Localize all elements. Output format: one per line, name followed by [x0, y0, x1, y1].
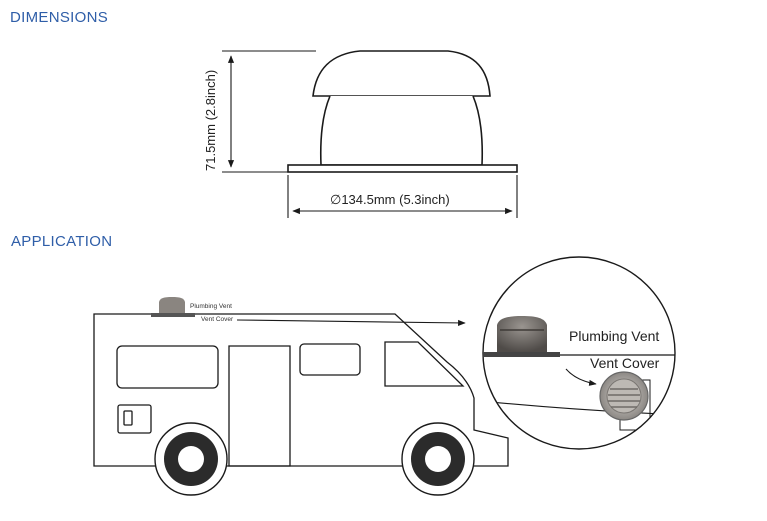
callout-circle: Plumbing Vent Vent Cover: [482, 256, 676, 450]
callout-pointer: [236, 319, 466, 326]
rv-label-plumbing-vent: Plumbing Vent: [190, 303, 232, 310]
height-label: 71.5mm (2.8inch): [203, 70, 218, 171]
vent-outline-drawing: [287, 50, 518, 173]
rv-label-vent-cover: Vent Cover: [201, 316, 234, 323]
front-wheel: [401, 422, 475, 496]
vent-cover-grill: [599, 371, 649, 421]
callout-label-plumbing-vent: Plumbing Vent: [569, 328, 659, 344]
width-dimension: [287, 175, 518, 218]
roof-vent: [151, 297, 195, 317]
application-title: APPLICATION: [11, 233, 113, 250]
dimensions-title: DIMENSIONS: [10, 9, 109, 26]
callout-arrow: [565, 368, 597, 386]
height-dimension: [222, 50, 316, 173]
rear-wheel: [154, 422, 228, 496]
diameter-label: ∅134.5mm (5.3inch): [330, 192, 450, 207]
callout-label-vent-cover: Vent Cover: [590, 355, 660, 371]
